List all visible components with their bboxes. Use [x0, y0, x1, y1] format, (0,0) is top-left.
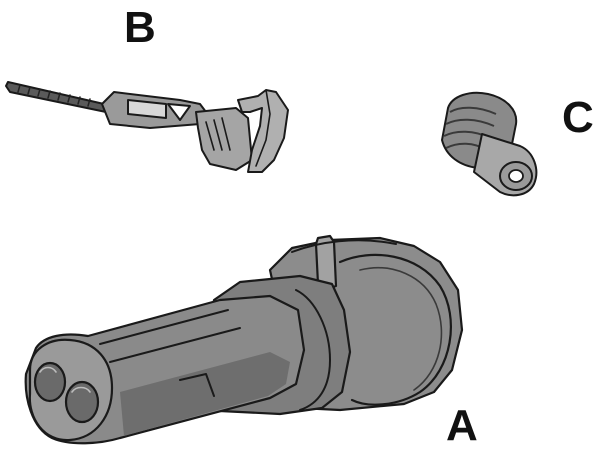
- terminal-window: [127, 99, 167, 119]
- seal-bore-hole: [508, 169, 524, 183]
- housing-nose-shade: [120, 352, 290, 436]
- housing-cavity-1: [33, 361, 67, 403]
- housing-rear-ring-inner: [359, 266, 443, 391]
- seal-ribs: [443, 106, 497, 151]
- housing-mid-edge: [295, 289, 331, 411]
- label-c: C: [562, 93, 594, 142]
- terminal-crimp-barrel: [195, 107, 253, 171]
- crimp-terminal-icon: [5, 81, 289, 173]
- label-b: B: [124, 3, 156, 52]
- housing-nose-groove: [99, 309, 241, 397]
- housing-rear-ring: [338, 253, 452, 406]
- housing-latch-bar: [291, 239, 397, 253]
- terminal-insulation-wing: [237, 89, 289, 173]
- label-a: A: [446, 401, 478, 450]
- terminal-crimp-slots: [205, 117, 231, 151]
- terminal-pin: [5, 81, 107, 113]
- terminal-pin-hatching: [17, 84, 91, 107]
- terminal-lance: [167, 103, 191, 121]
- connector-housing-icon: [24, 234, 464, 445]
- housing-cavity-highlight: [39, 366, 91, 393]
- wire-seal-icon: [441, 91, 538, 197]
- terminal-wing-edge: [255, 89, 271, 167]
